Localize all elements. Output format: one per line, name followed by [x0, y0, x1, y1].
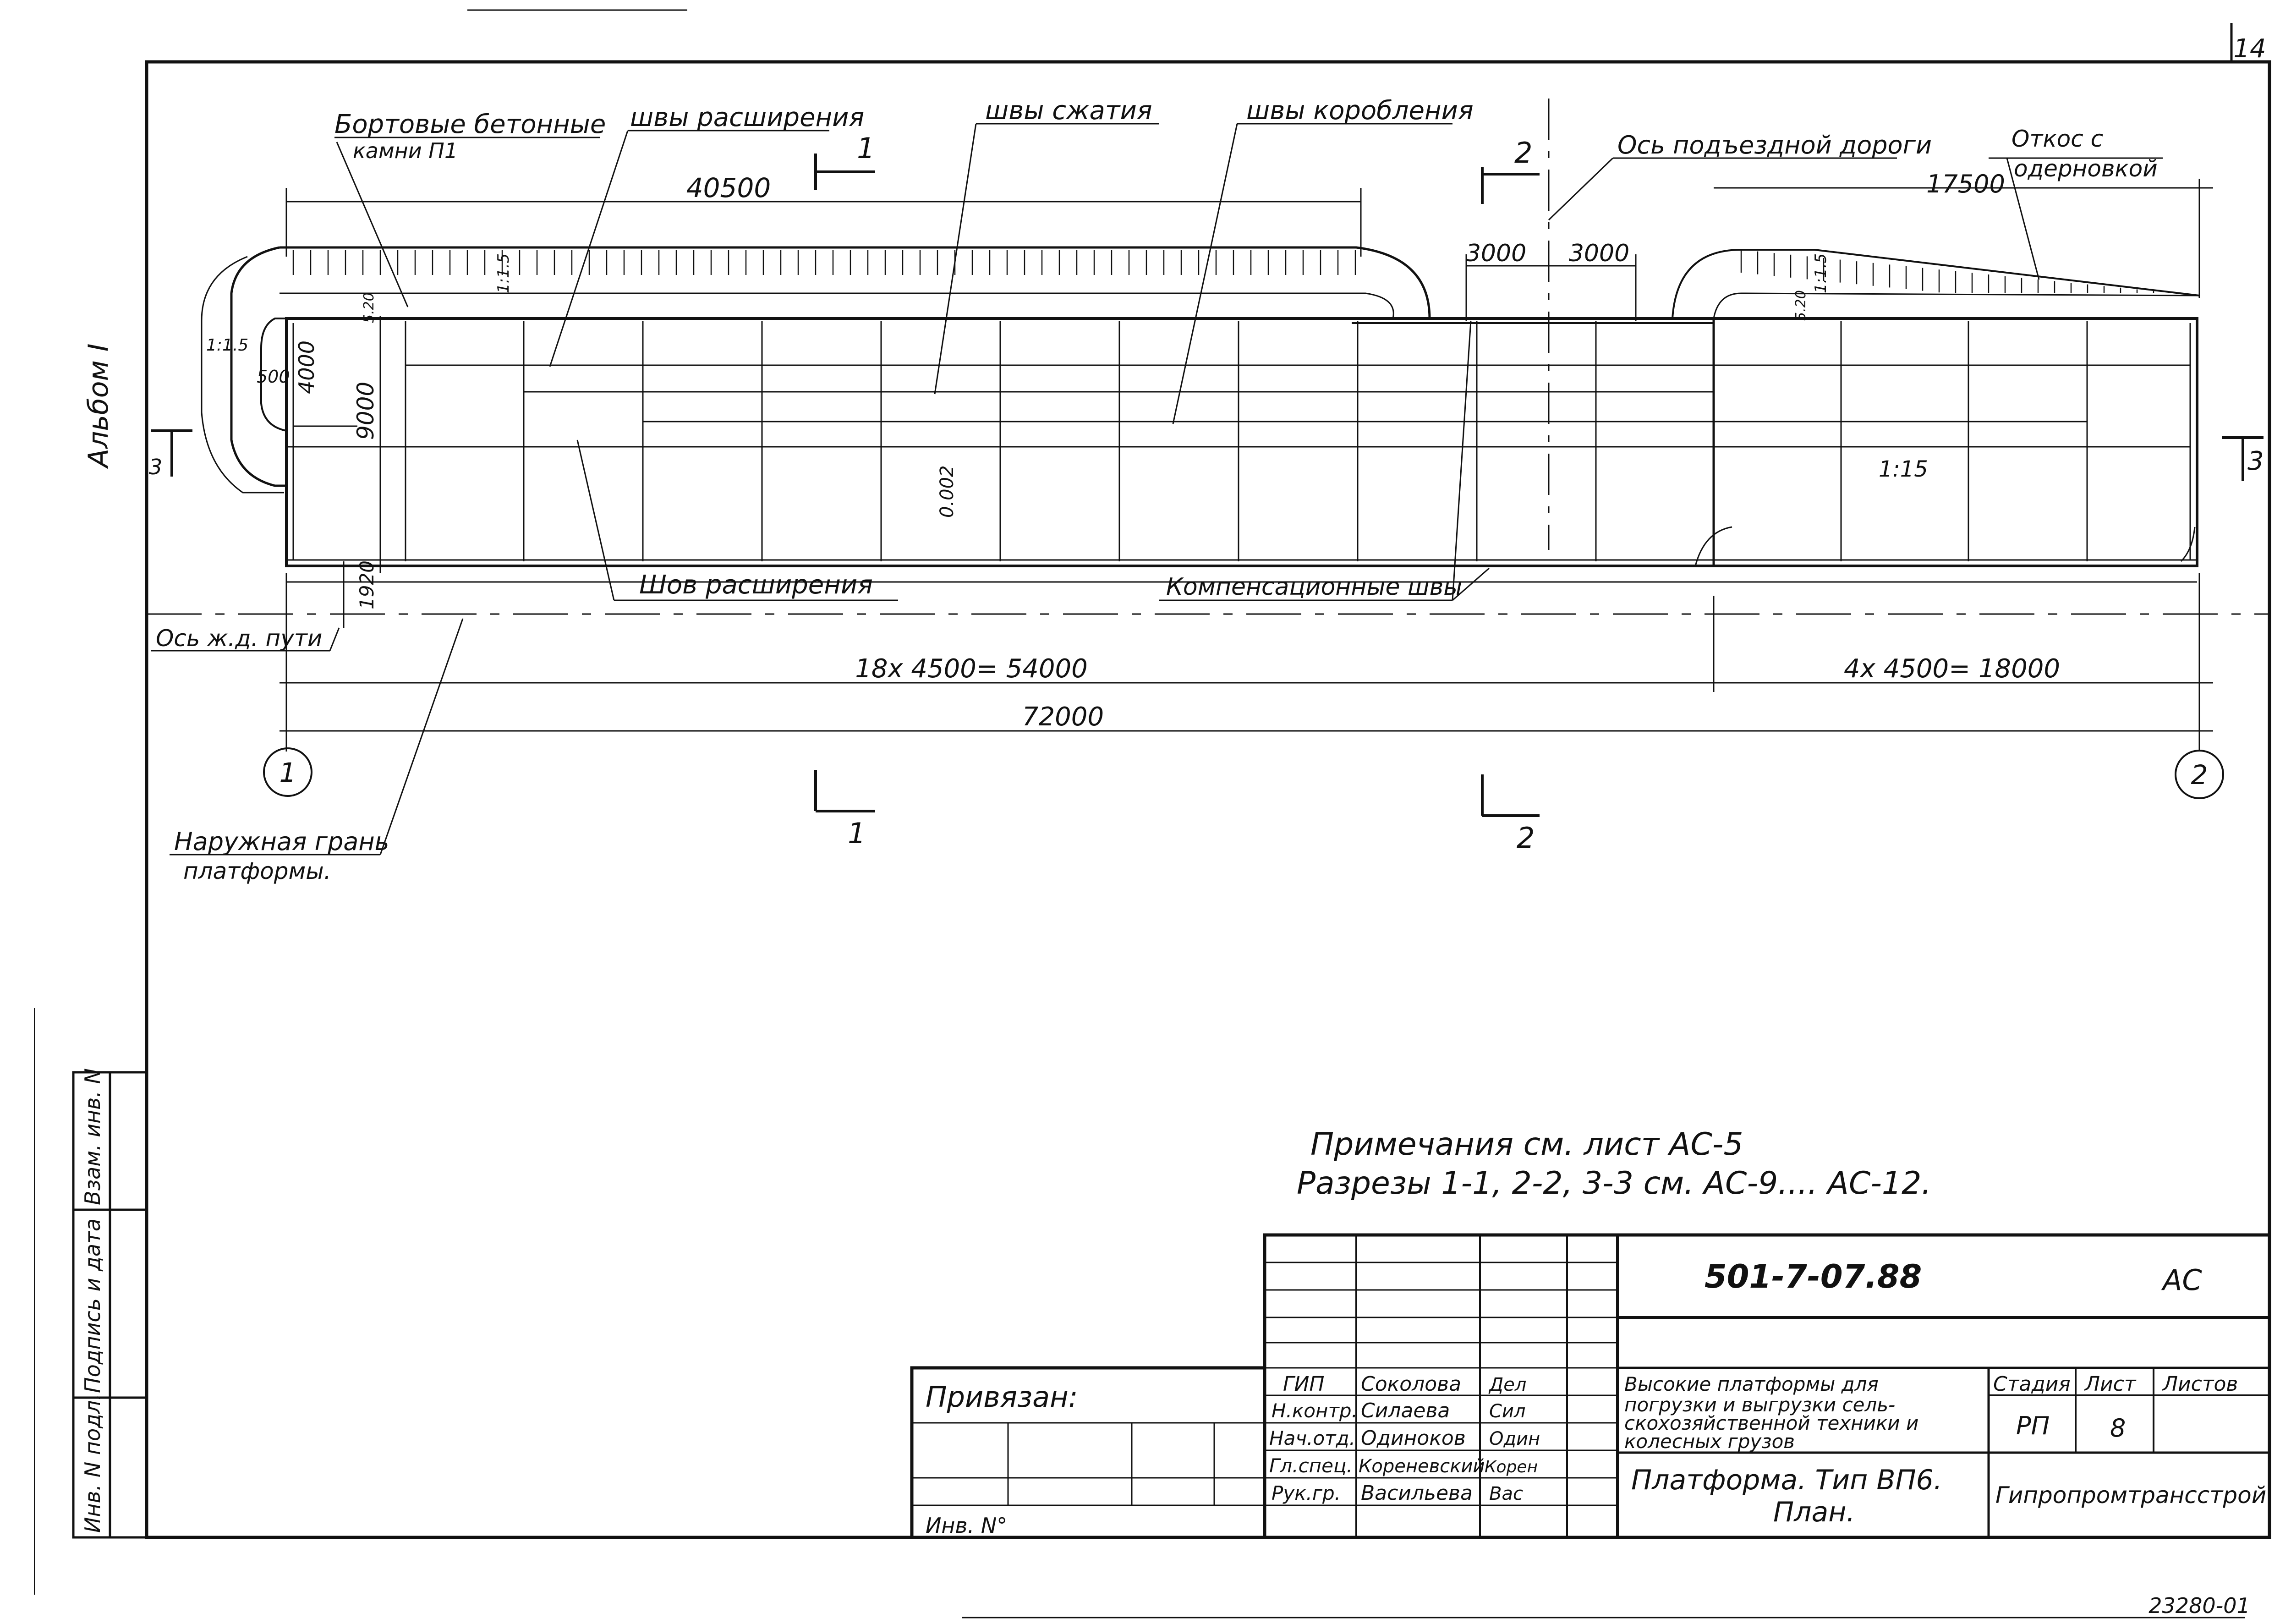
dim-span-left: 18x 4500= 54000 — [855, 654, 1088, 684]
slope-hatch-left — [292, 250, 1356, 275]
platform-plan — [201, 246, 2200, 567]
ramp-slope: 1:15 — [1879, 456, 1928, 482]
section-marker-1-bottom — [814, 770, 875, 812]
section-1-top-label: 1 — [857, 132, 875, 165]
dim-3000-a: 3000 — [1466, 240, 1526, 267]
axis-lines — [147, 99, 2269, 615]
side-stamp — [72, 1071, 148, 1539]
staff-role-2: Нач.отд. — [1269, 1427, 1355, 1449]
slope-right: 1:1.5 — [1812, 253, 1830, 293]
section-2-top-label: 2 — [1514, 136, 1532, 170]
dim-1920: 1920 — [356, 560, 378, 609]
doc-mark: АС — [2161, 1263, 2202, 1297]
slab-joints — [286, 321, 2190, 561]
grade-label: 0.002 — [937, 465, 958, 518]
staff-sign-2: Один — [1489, 1428, 1540, 1449]
dim-500: 500 — [257, 367, 290, 387]
label-access-road-axis: Ось подъездной дороги — [1617, 131, 1932, 159]
dim-40500: 40500 — [686, 172, 771, 203]
section-marker-2-bottom — [1481, 774, 1540, 817]
archive-number: 23280-01 — [2148, 1593, 2250, 1618]
label-curb-stones-2: камни П1 — [353, 138, 458, 163]
doc-code: 501-7-07.88 — [1705, 1258, 1922, 1295]
section-marker-3-right — [2222, 436, 2264, 481]
staff-name-0: Соколова — [1361, 1372, 1461, 1396]
height-520-a: 5.20 — [361, 292, 377, 323]
inv-no-label: Инв. N° — [926, 1513, 1007, 1538]
bound-to-label: Привязан: — [926, 1380, 1078, 1414]
staff-role-1: Н.контр. — [1272, 1399, 1358, 1422]
note-line-2: Разрезы 1-1, 2-2, 3-3 см. АС-9.... АС-12… — [1297, 1165, 1931, 1202]
side-stamp-sign-date: Подпись и дата — [80, 1218, 105, 1393]
stage-label: Стадия — [1993, 1372, 2071, 1396]
section-2-bottom-label: 2 — [1517, 821, 1535, 855]
drawing-title-1: Платформа. Тип ВП6. — [1631, 1464, 1942, 1496]
dim-17500: 17500 — [1926, 170, 2005, 198]
label-expansion-joints: швы расширения — [630, 103, 864, 132]
label-curb-stones-1: Бортовые бетонные — [334, 110, 606, 139]
axis-bubble-2 — [2175, 750, 2224, 799]
label-outer-edge-1: Наружная грань — [174, 827, 389, 856]
label-compression-joints: швы сжатия — [985, 96, 1152, 126]
section-3-right-label: 3 — [2247, 446, 2264, 476]
side-stamp-inv-orig: Инв. N подл. — [80, 1394, 105, 1533]
section-1-bottom-label: 1 — [848, 817, 866, 850]
dim-9000: 9000 — [352, 382, 379, 440]
sheet-number: 14 — [2233, 34, 2266, 64]
section-marker-3-left — [151, 429, 192, 477]
staff-role-4: Рук.гр. — [1272, 1482, 1341, 1504]
dim-3000-b: 3000 — [1569, 240, 1629, 267]
slope-hatch-right — [1740, 250, 2171, 293]
staff-rows: ГИП Соколова Дел Н.контр. Силаева Сил На… — [1269, 1372, 1540, 1505]
stage-value: РП — [2016, 1411, 2050, 1440]
project-title-1: Высокие платформы для — [1624, 1373, 1879, 1395]
label-outer-edge-2: платформы. — [183, 858, 331, 884]
staff-name-2: Одиноков — [1361, 1426, 1466, 1450]
section-marker-1-top — [814, 154, 875, 190]
side-stamp-inv-repl: Взам. инв. N — [80, 1068, 105, 1205]
staff-sign-3: Корен — [1485, 1458, 1538, 1476]
sheet-label: Лист — [2084, 1372, 2137, 1396]
staff-sign-1: Сил — [1489, 1401, 1526, 1422]
label-compensation-joints: Компенсационные швы — [1166, 573, 1462, 601]
dim-span-right: 4x 4500= 18000 — [1844, 654, 2060, 684]
section-marker-2-top — [1481, 167, 1540, 204]
staff-name-1: Силаева — [1361, 1399, 1450, 1422]
album-label: Альбом I — [82, 344, 115, 470]
project-title-2: погрузки и выгрузки сель- — [1624, 1394, 1895, 1416]
label-slope-1: Откос с — [2011, 126, 2103, 152]
axis-2-label: 2 — [2191, 759, 2208, 790]
title-block — [910, 1233, 2271, 1539]
drawing-title-2: План. — [1773, 1496, 1855, 1528]
project-title-3: скохозяйственной техники и — [1624, 1412, 1918, 1434]
label-rail-axis: Ось ж.д. пути — [156, 625, 322, 652]
note-line-1: Примечания см. лист АС-5 — [1310, 1126, 1743, 1163]
slope-left: 1:1.5 — [206, 336, 248, 355]
sheet-value: 8 — [2110, 1414, 2126, 1443]
organization: Гипропромтрансстрой — [1995, 1482, 2266, 1509]
sheets-label: Листов — [2162, 1372, 2238, 1396]
dimension-lines — [280, 179, 2213, 752]
staff-sign-4: Вас — [1489, 1483, 1523, 1504]
leader-lines — [151, 123, 2163, 856]
label-slope-2: одерновкой — [2014, 155, 2158, 182]
sheet-frame — [34, 9, 2271, 1619]
staff-name-3: Кореневский — [1359, 1456, 1485, 1477]
platform-outline — [285, 317, 2198, 567]
slope-top: 1:1.5 — [494, 253, 513, 293]
staff-name-4: Васильева — [1361, 1481, 1473, 1505]
section-3-left-label: 3 — [149, 455, 162, 479]
label-expansion-joint-single: Шов расширения — [639, 570, 873, 600]
height-520-b: 5.20 — [1793, 290, 1809, 321]
label-warping-joints: швы коробления — [1246, 96, 1474, 126]
staff-role-3: Гл.спец. — [1269, 1454, 1353, 1477]
staff-sign-0: Дел — [1488, 1374, 1526, 1395]
project-title-4: колесных грузов — [1624, 1430, 1795, 1453]
dim-4000: 4000 — [294, 340, 319, 394]
axis-bubble-1 — [263, 747, 312, 797]
staff-role-0: ГИП — [1283, 1372, 1325, 1396]
axis-1-label: 1 — [280, 757, 296, 788]
dim-overall: 72000 — [1022, 702, 1104, 732]
